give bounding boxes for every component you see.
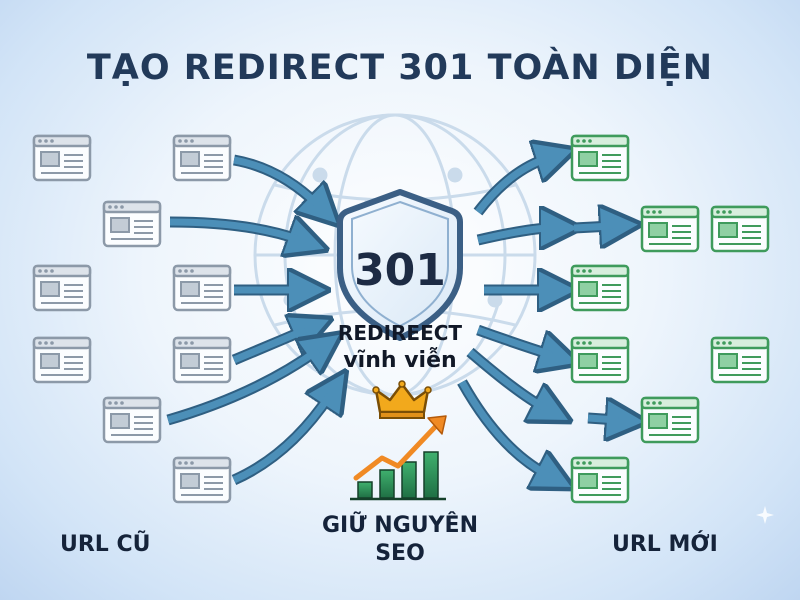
new-webpage-icon: [570, 264, 630, 312]
redirect-arrow: [473, 158, 548, 216]
seo-label-line2: SEO: [375, 541, 425, 566]
old-webpage-icon: [172, 456, 232, 504]
new-webpage-icon: [710, 205, 770, 253]
redirect-arrow: [573, 226, 612, 228]
new-webpage-icon: [570, 134, 630, 182]
new-webpage-icon: [640, 396, 700, 444]
old-webpage-icon: [32, 134, 92, 182]
seo-label: GIỮ NGUYÊN SEO: [290, 512, 510, 568]
redirect-label: REDIREECT: [337, 321, 463, 345]
redirect-arrow: [457, 379, 548, 475]
trend-arrow-icon: [353, 415, 447, 481]
new-webpage-icon: [710, 336, 770, 384]
new-webpage-icon: [570, 456, 630, 504]
bar-chart-icon: [350, 451, 446, 501]
crown-icon: [372, 380, 432, 419]
old-webpage-icon: [32, 336, 92, 384]
redirect-arrows: [166, 154, 618, 486]
permanent-label: vĩnh viễn: [343, 348, 457, 373]
webpage-icons: [32, 134, 770, 504]
old-url-label: URL CŨ: [60, 532, 151, 557]
redirect-arrow: [166, 350, 318, 426]
redirect-arrow: [466, 347, 545, 408]
old-webpage-icon: [102, 396, 162, 444]
new-url-label: URL MỚI: [612, 532, 718, 557]
redirect-code: 301: [354, 245, 446, 296]
infographic-title: TẠO REDIRECT 301 TOÀN DIỆN: [86, 48, 714, 88]
old-webpage-icon: [172, 336, 232, 384]
new-webpage-icon: [570, 336, 630, 384]
old-webpage-icon: [172, 134, 232, 182]
redirect-arrow: [232, 154, 318, 205]
shield-icon: 301: [337, 189, 463, 341]
redirect-arrow: [231, 395, 330, 486]
new-webpage-icon: [640, 205, 700, 253]
redirect-arrow: [587, 418, 618, 420]
old-webpage-icon: [32, 264, 92, 312]
sparkle-icon: [756, 506, 774, 524]
old-webpage-icon: [102, 200, 162, 248]
redirect-arrow: [476, 228, 552, 240]
redirect-arrow: [476, 324, 552, 355]
seo-label-line1: GIỮ NGUYÊN: [322, 513, 478, 538]
old-webpage-icon: [172, 264, 232, 312]
redirect-arrow: [169, 222, 300, 240]
